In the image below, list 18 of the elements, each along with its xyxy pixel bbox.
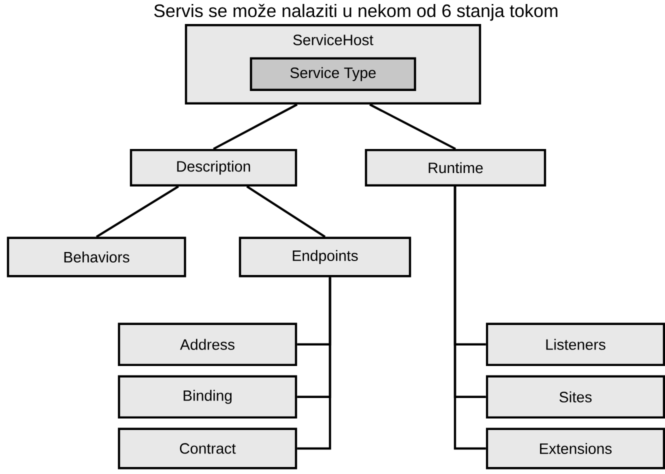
connector-line <box>297 277 332 450</box>
tree-box: Runtime <box>364 148 546 186</box>
tree-box: Contract <box>118 428 298 470</box>
connector-line <box>454 186 486 450</box>
connector-line <box>212 104 298 150</box>
tree-box: Binding <box>118 375 298 419</box>
tree-box: Sites <box>486 375 665 419</box>
tree-box: Endpoints <box>238 236 412 278</box>
tree-box: Behaviors <box>6 236 186 278</box>
tree-box: Description <box>130 148 298 186</box>
heading-text: Servis se može nalaziti u nekom od 6 stanja tokom <box>154 4 558 21</box>
tree-box: Listeners <box>486 322 665 366</box>
connector-line <box>369 104 456 150</box>
inner-box: Service Type <box>250 57 416 91</box>
tree-box: Extensions <box>486 428 665 470</box>
connector-line <box>96 186 179 238</box>
tree-box: Address <box>118 322 298 366</box>
connector-line <box>246 186 326 238</box>
